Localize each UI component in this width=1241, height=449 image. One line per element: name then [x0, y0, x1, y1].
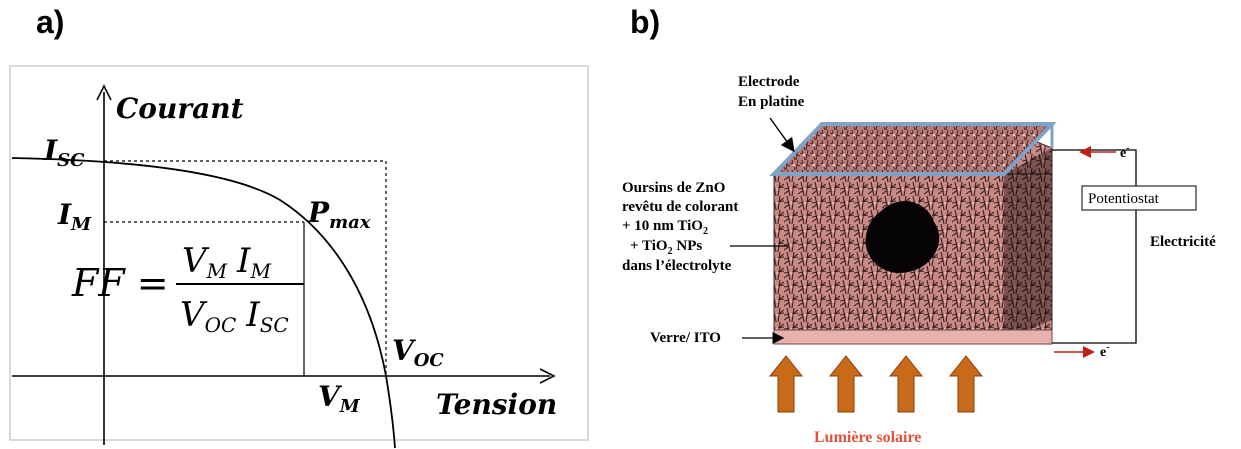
panel-label-b: b)	[630, 4, 661, 40]
ito-glass-layer	[773, 329, 1053, 345]
potentiostat-box	[1081, 185, 1197, 211]
potentiostat-label: Potentiostat	[1088, 191, 1160, 207]
platinum-electrode	[769, 122, 1057, 176]
desc-line-5: dans l’électrolyte	[622, 258, 732, 274]
desc-line-1: Oursins de ZnO	[622, 180, 725, 196]
glass-label: Verre/ ITO	[650, 330, 721, 346]
sunlight-arrows	[768, 355, 984, 413]
pmax-label: Pmax	[307, 196, 371, 233]
electron-label-bottom: e-	[1100, 342, 1110, 360]
panel-a-frame	[9, 65, 589, 441]
sunlight-label: Lumière solaire	[814, 429, 921, 446]
cube-side-shade	[1004, 148, 1052, 340]
solar-cell-schematic: Electrode En platine Oursins de ZnO revê…	[622, 74, 1216, 446]
iv-curve-diagram: Courant Tension ISC IM Pmax VOC VM FF = …	[9, 65, 589, 449]
electron-label-top: e-	[1120, 143, 1130, 161]
vm-label: VM	[318, 380, 361, 417]
panel-label-a: a)	[36, 4, 65, 40]
cube-cavity	[865, 201, 940, 274]
isc-label: ISC	[43, 134, 85, 171]
im-label: IM	[57, 198, 92, 235]
x-axis-label: Tension	[436, 388, 557, 421]
y-axis-arrowhead	[96, 84, 112, 101]
x-axis-arrowhead	[539, 368, 556, 384]
circuit-wire-bottom	[1052, 208, 1137, 344]
desc-line-3: + 10 nm TiO2	[622, 218, 708, 237]
electrode-pointer	[769, 117, 795, 153]
electrode-label-line2: En platine	[738, 94, 805, 110]
electricity-label: Electricité	[1150, 234, 1216, 250]
y-axis-label: Courant	[116, 92, 244, 125]
formula-lhs: FF =	[71, 261, 169, 305]
sun-arrow	[768, 355, 804, 413]
sun-arrow	[888, 355, 924, 413]
iv-curve	[11, 157, 396, 449]
desc-line-2: revêtu de colorant	[622, 199, 738, 215]
sun-arrow	[948, 355, 984, 413]
active-layer-description: Oursins de ZnO revêtu de colorant + 10 n…	[622, 180, 738, 274]
sun-arrow	[828, 355, 864, 413]
voc-label: VOC	[392, 334, 444, 371]
electrode-label-line1: Electrode	[738, 74, 800, 90]
desc-line-4: + TiO2 NPs	[630, 238, 702, 257]
